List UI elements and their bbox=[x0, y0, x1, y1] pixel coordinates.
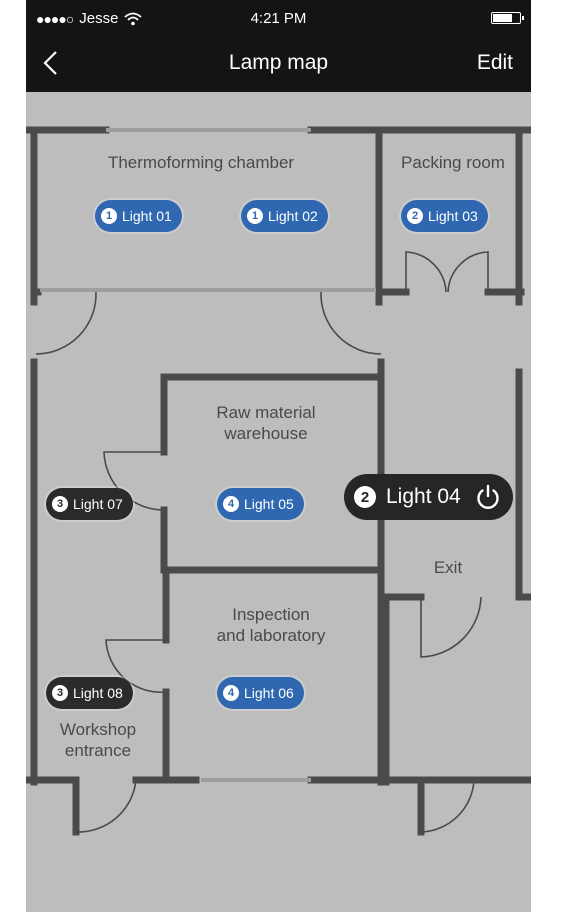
light-group-badge: 2 bbox=[407, 208, 423, 224]
room-label-exit: Exit bbox=[433, 558, 463, 577]
room-label-raw-material: Raw material warehouse bbox=[216, 403, 316, 443]
battery-level-fill bbox=[493, 14, 512, 22]
light-pill-05[interactable]: 4 Light 05 bbox=[217, 488, 304, 520]
light-pill-04-selected[interactable]: 2 Light 04 bbox=[344, 474, 513, 520]
light-pill-08[interactable]: 3 Light 08 bbox=[46, 677, 133, 709]
light-group-badge: 4 bbox=[223, 685, 239, 701]
light-group-badge: 2 bbox=[354, 486, 376, 508]
page-title: Lamp map bbox=[228, 51, 329, 74]
light-label: Light 07 bbox=[73, 496, 123, 512]
room-label-thermoforming: Thermoforming chamber bbox=[107, 153, 295, 172]
room-label-workshop: Workshop entrance bbox=[59, 720, 137, 760]
light-pill-07[interactable]: 3 Light 07 bbox=[46, 488, 133, 520]
top-bar: ●●●●○ Jesse 4:21 PM Lamp map Edit bbox=[26, 0, 531, 92]
light-label: Light 08 bbox=[73, 685, 123, 701]
room-label-packing: Packing room bbox=[401, 153, 505, 172]
light-group-badge: 3 bbox=[52, 496, 68, 512]
floor-plan: Thermoforming chamber Packing room Raw m… bbox=[26, 92, 531, 912]
edit-button[interactable]: Edit bbox=[476, 51, 513, 74]
signal-strength-icon: ●●●●○ bbox=[36, 10, 74, 27]
floor-plan-walls bbox=[26, 126, 531, 836]
room-label-inspection: Inspection and laboratory bbox=[216, 605, 326, 645]
phone-screen: ●●●●○ Jesse 4:21 PM Lamp map Edit bbox=[26, 0, 531, 912]
light-group-badge: 4 bbox=[223, 496, 239, 512]
light-group-badge: 3 bbox=[52, 685, 68, 701]
status-time: 4:21 PM bbox=[250, 10, 307, 27]
light-pill-01[interactable]: 1 Light 01 bbox=[95, 200, 182, 232]
status-carrier-group: ●●●●○ Jesse bbox=[36, 10, 143, 27]
light-label: Light 04 bbox=[386, 485, 461, 508]
power-icon[interactable] bbox=[473, 482, 503, 512]
light-pill-03[interactable]: 2 Light 03 bbox=[401, 200, 488, 232]
wifi-icon bbox=[124, 12, 143, 25]
light-label: Light 03 bbox=[428, 208, 478, 224]
light-label: Light 06 bbox=[244, 685, 294, 701]
light-pill-06[interactable]: 4 Light 06 bbox=[217, 677, 304, 709]
light-label: Light 05 bbox=[244, 496, 294, 512]
back-chevron-icon[interactable] bbox=[38, 48, 68, 78]
light-pill-02[interactable]: 1 Light 02 bbox=[241, 200, 328, 232]
light-label: Light 02 bbox=[268, 208, 318, 224]
light-group-badge: 1 bbox=[101, 208, 117, 224]
carrier-name: Jesse bbox=[79, 10, 119, 27]
battery-icon bbox=[491, 12, 524, 24]
light-group-badge: 1 bbox=[247, 208, 263, 224]
light-label: Light 01 bbox=[122, 208, 172, 224]
